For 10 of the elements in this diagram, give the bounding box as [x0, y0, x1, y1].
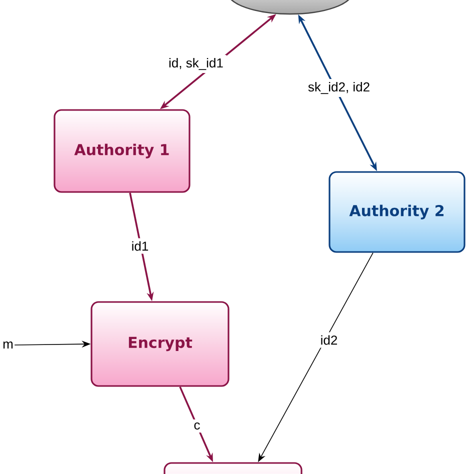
process-box — [164, 462, 302, 474]
edge-label: id1 — [128, 238, 152, 254]
process-box: Authority 2 — [328, 171, 466, 253]
input-label: m — [3, 342, 13, 348]
edge-label: id2 — [317, 332, 341, 348]
process-box: Authority 1 — [54, 109, 190, 193]
process-box: Encrypt — [90, 301, 230, 387]
edge-label: sk_id2, id2 — [304, 79, 374, 97]
edge-label: id, sk_id1 — [166, 55, 226, 73]
edge-label: c — [190, 419, 204, 433]
